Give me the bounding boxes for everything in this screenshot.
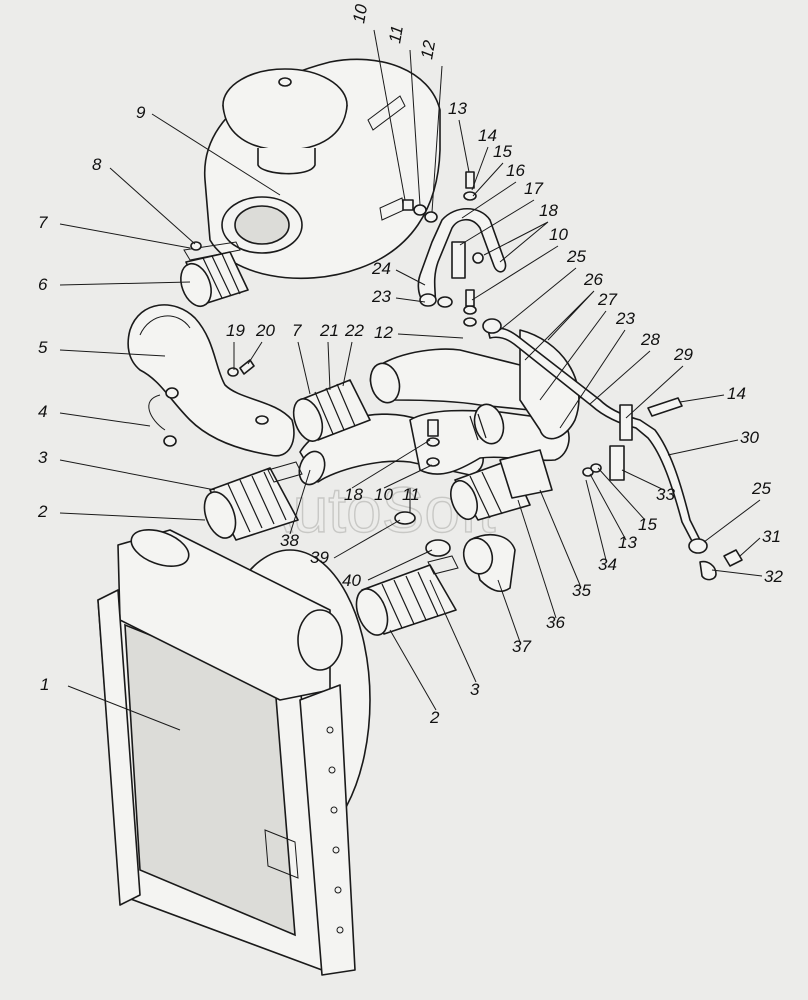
sleeve-with-clamp xyxy=(180,241,249,308)
callout-label: 27 xyxy=(597,290,617,309)
callout-label: 18 xyxy=(539,201,558,220)
callout-label: 8 xyxy=(92,155,102,174)
callout-label: 20 xyxy=(255,321,275,340)
callout-label: 3 xyxy=(470,680,480,699)
callout-label: 16 xyxy=(506,161,525,180)
callout-label: 15 xyxy=(493,142,512,161)
callout-label: 10 xyxy=(349,2,371,24)
lower-hoses-center xyxy=(355,555,459,636)
callout-label: 10 xyxy=(374,485,393,504)
callout-label: 7 xyxy=(38,213,48,232)
callout-label: 21 xyxy=(319,321,339,340)
callout-label: 34 xyxy=(598,555,617,574)
lower-hoses-left xyxy=(203,461,303,541)
callout-label: 19 xyxy=(226,321,245,340)
callout-label: 10 xyxy=(549,225,568,244)
drain-tube xyxy=(482,318,743,581)
callout-label: 4 xyxy=(38,402,47,421)
callout-label: 2 xyxy=(37,502,48,521)
callout-label: 2 xyxy=(429,708,440,727)
callout-label: 35 xyxy=(572,581,591,600)
callout-label: 38 xyxy=(280,531,299,550)
callout-label: 23 xyxy=(615,309,635,328)
callout-label: 11 xyxy=(385,24,407,45)
callout-label: 23 xyxy=(371,287,391,306)
callout-label: 37 xyxy=(512,637,531,656)
upper-elbow-pipe xyxy=(369,348,541,411)
callout-label: 36 xyxy=(546,613,565,632)
callout-label: 25 xyxy=(751,479,771,498)
callout-label: 26 xyxy=(583,270,603,289)
callout-label: 18 xyxy=(344,485,363,504)
lower-hoses-right xyxy=(450,449,553,592)
callout-label: 1 xyxy=(40,675,49,694)
callout-label: 31 xyxy=(762,527,781,546)
callout-labels: 1234567891011121314151617181024231225262… xyxy=(37,2,783,727)
fittings-center xyxy=(227,359,451,557)
callout-label: 5 xyxy=(38,338,48,357)
fasteners-upper xyxy=(402,171,477,327)
callout-label: 40 xyxy=(342,571,361,590)
breather-tube xyxy=(417,207,507,307)
leader-lines xyxy=(59,29,763,731)
hose-sleeve-upper xyxy=(292,379,371,442)
callout-label: 29 xyxy=(673,345,693,364)
callout-label: 32 xyxy=(764,567,783,586)
callout-label: 13 xyxy=(448,99,467,118)
callout-label: 25 xyxy=(566,247,586,266)
callout-label: 12 xyxy=(374,323,393,342)
callout-label: 6 xyxy=(38,275,48,294)
callout-label: 11 xyxy=(402,485,420,504)
callout-label: 17 xyxy=(524,179,543,198)
callout-label: 14 xyxy=(478,126,497,145)
callout-label: 7 xyxy=(292,321,302,340)
callout-label: 3 xyxy=(38,448,48,467)
callout-label: 13 xyxy=(618,533,637,552)
callout-label: 15 xyxy=(638,515,657,534)
callout-label: 28 xyxy=(640,330,660,349)
callout-label: 33 xyxy=(656,485,675,504)
callout-label: 30 xyxy=(740,428,759,447)
air-cleaner xyxy=(204,58,441,279)
callout-label: 22 xyxy=(344,321,364,340)
callout-label: 9 xyxy=(136,103,146,122)
intake-pipe xyxy=(127,304,295,457)
charge-air-cooler xyxy=(97,528,371,976)
callout-label: 12 xyxy=(417,38,439,60)
callout-label: 14 xyxy=(727,384,746,403)
callout-label: 24 xyxy=(371,259,391,278)
callout-label: 39 xyxy=(310,548,329,567)
